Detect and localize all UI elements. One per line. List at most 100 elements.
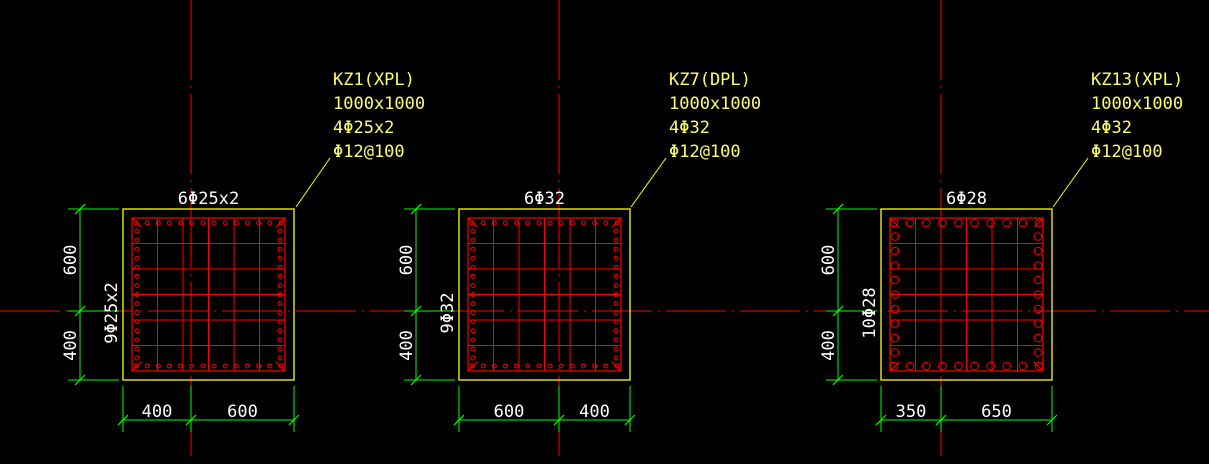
kz7-label-line-3: 4Φ32	[669, 118, 710, 138]
kz7-rebar-bottom-12	[603, 363, 609, 369]
kz1-rebar-top-2	[155, 220, 161, 226]
kz7-rebar-right-3	[613, 246, 619, 252]
kz7-rebar-right-8	[613, 292, 619, 297]
kz7-dim-tick-bottom-2	[624, 414, 636, 426]
kz13-corner-hook-4	[1033, 361, 1044, 372]
kz13-leader-line	[1052, 157, 1089, 208]
kz7-rebar-bottom-0	[469, 363, 475, 369]
kz1-rebar-top-5	[189, 220, 195, 226]
kz1-rebar-right-13	[277, 337, 283, 343]
kz7-rebar-bottom-10	[581, 363, 587, 369]
kz1-rebar-right-3	[277, 246, 283, 252]
kz1-rebar-bottom-13	[278, 363, 284, 369]
kz1-rebar-top-8	[222, 220, 228, 226]
kz7-rebar-top-8	[558, 220, 564, 226]
kz7-rebar-top-9	[569, 220, 575, 226]
kz1-dim-tick-bottom-0	[117, 414, 129, 426]
kz7-rebar-top-7	[547, 220, 553, 226]
kz13-rebar-right-4	[1033, 275, 1043, 285]
kz1-rebar-left-6	[134, 273, 140, 279]
kz13-rebar-left-9	[890, 348, 900, 357]
kz13-rebar-top-4	[954, 218, 963, 228]
kz1-rebar-right-12	[277, 328, 283, 334]
kz7-rebar-left-11	[470, 319, 476, 325]
kz7-rebar-bottom-1	[480, 363, 486, 369]
kz1-rebar-left-7	[134, 282, 140, 288]
kz13-rebar-top-6	[986, 218, 995, 228]
kz13-rebar-bottom-0	[889, 361, 899, 371]
kz1-rebar-top-9	[233, 220, 239, 226]
kz1-rebar-left-15	[134, 355, 140, 361]
kz13-label-line-1: KZ13(XPL)	[1091, 70, 1183, 90]
kz1-rebar-bottom-12	[267, 363, 273, 369]
kz1-rebar-bottom-10	[245, 363, 251, 369]
kz1-rebar-right-9	[277, 301, 283, 307]
kz1-rebar-bottom-0	[133, 363, 139, 369]
kz13-rebar-top-0	[889, 218, 899, 228]
kz1-label-line-2: 1000x1000	[333, 94, 425, 114]
kz7-rebar-bottom-8	[558, 363, 564, 369]
kz7-corner-hook-2	[611, 217, 622, 228]
kz1-rebar-left-3	[134, 246, 140, 252]
kz7-rebar-left-6	[470, 273, 476, 279]
kz13-rebar-left-2	[890, 246, 900, 256]
kz1-corner-hook-1	[131, 217, 142, 228]
kz1-rebar-top-11	[256, 220, 262, 226]
kz13-rebar-right-7	[1033, 319, 1043, 328]
kz7-rebar-bottom-11	[592, 363, 598, 369]
kz7-rebar-top-10	[581, 220, 587, 226]
kz1-label-line-1: KZ1(XPL)	[333, 70, 415, 90]
kz7-rebar-bottom-7	[547, 363, 553, 369]
kz7-leader-line	[630, 157, 667, 208]
kz7-rebar-left-10	[470, 310, 476, 316]
kz13-dim-tick-bottom-2	[1046, 414, 1058, 426]
kz1-dim-tick-bottom-1	[185, 414, 197, 426]
kz13-rebar-left-8	[890, 333, 900, 343]
kz7-rebar-left-13	[470, 337, 476, 343]
kz1-rebar-left-11	[134, 319, 140, 325]
kz7-dim-left-top: 600	[397, 245, 417, 276]
kz1-rebar-top-10	[245, 220, 251, 226]
kz1-rebar-bottom-7	[211, 363, 217, 369]
kz1-rebar-bottom-6	[200, 363, 206, 369]
kz7-dim-tick-left-1	[410, 305, 422, 317]
kz1-rebar-right-11	[277, 319, 283, 325]
column-kz13-geometry	[826, 157, 1089, 432]
kz1-dim-tick-left-0	[74, 203, 86, 215]
kz13-rebar-top-7	[1002, 218, 1012, 228]
kz1-leader-line	[295, 157, 331, 208]
kz7-dim-tick-bottom-0	[453, 414, 465, 426]
kz13-rebar-bottom-5	[970, 361, 979, 371]
kz7-rebar-bottom-4	[514, 363, 520, 369]
kz7-rebar-left-15	[470, 355, 476, 361]
kz7-rebar-right-6	[613, 273, 619, 279]
kz7-rebar-left-2	[470, 237, 476, 243]
kz13-rebar-right-6	[1033, 304, 1043, 314]
kz13-dim-left-bottom: 400	[819, 330, 839, 361]
kz7-rebar-right-13	[613, 337, 619, 343]
kz7-rebar-top-11	[592, 220, 598, 226]
kz7-rebar-top-0	[469, 220, 475, 226]
kz7-rebar-bottom-6	[536, 363, 542, 369]
kz1-rebar-right-2	[277, 237, 283, 243]
kz1-rebar-top-4	[178, 220, 184, 226]
kz13-rebar-left-3	[890, 261, 900, 270]
kz1-rebar-right-1	[277, 228, 283, 234]
kz1-rebar-bottom-9	[233, 363, 239, 369]
kz1-dim-left-bottom: 400	[61, 330, 81, 361]
kz7-rebar-top-5	[525, 220, 531, 226]
kz7-corner-hook-1	[467, 217, 478, 228]
kz7-rebar-top-2	[491, 220, 497, 226]
column-section-kz13: KZ13(XPL) 1000x1000 4Φ32 Φ12@100 6Φ28 10…	[819, 70, 1183, 432]
kz7-dim-tick-left-0	[410, 203, 422, 215]
kz13-rebar-top-8	[1018, 218, 1028, 228]
kz7-corner-hook-4	[611, 361, 622, 372]
kz7-rebar-bottom-3	[502, 363, 508, 369]
kz7-dim-bottom-right: 400	[579, 402, 610, 422]
kz13-corner-hook-1	[889, 217, 900, 228]
kz7-rebar-right-9	[613, 301, 619, 307]
kz13-rebar-top-9	[1034, 218, 1044, 228]
kz13-rebar-right-9	[1033, 348, 1043, 357]
kz1-rebar-right-4	[277, 255, 283, 261]
kz13-rebar-left-5	[890, 290, 900, 299]
